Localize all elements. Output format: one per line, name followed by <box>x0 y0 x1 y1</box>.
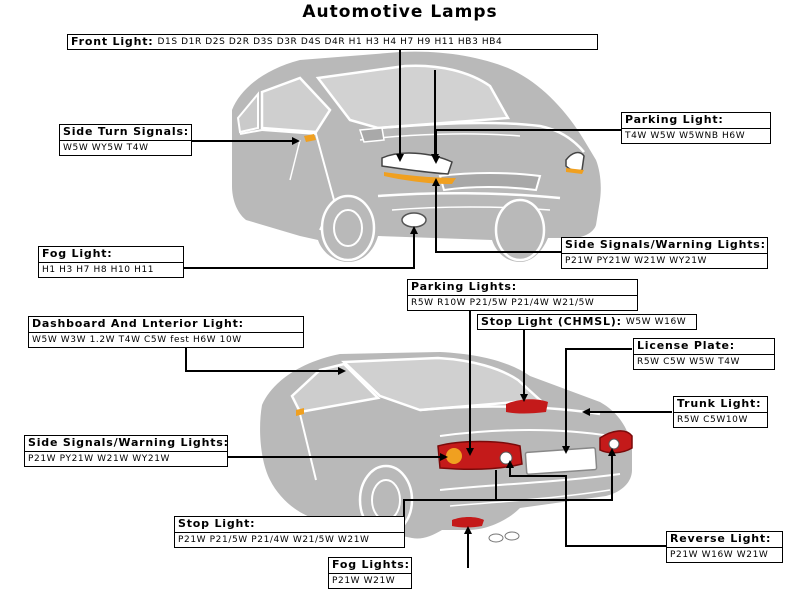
side-signals-front-values: P21W PY21W W21W WY21W <box>565 256 708 266</box>
stop-light-box: Stop Light: P21W P21/5W P21/4W W21/5W W2… <box>174 516 405 548</box>
callout-side-signals-front <box>432 178 562 253</box>
stop-light-chmsl-values: W5W W16W <box>625 317 687 327</box>
parking-lights-rear-label: Parking Lights: <box>408 280 637 296</box>
license-plate-values: R5W C5W W5W T4W <box>637 357 741 367</box>
trunk-light-values: R5W C5W10W <box>677 415 748 425</box>
side-signals-rear-label: Side Signals/Warning Lights: <box>25 436 227 452</box>
side-turn-signals-box: Side Turn Signals: W5W WY5W T4W <box>59 124 192 156</box>
reverse-light-values: P21W W16W W21W <box>670 550 769 560</box>
side-turn-signals-label: Side Turn Signals: <box>60 125 191 141</box>
callout-parking-light <box>432 129 622 164</box>
dashboard-interior-values: W5W W3W 1.2W T4W C5W fest H6W 10W <box>32 335 242 345</box>
rear-chmsl <box>506 399 548 414</box>
fog-light-box: Fog Light: H1 H3 H7 H8 H10 H11 <box>38 246 184 278</box>
fog-light-values: H1 H3 H7 H8 H10 H11 <box>42 265 155 275</box>
license-plate-label: License Plate: <box>634 339 774 355</box>
fog-light-label: Fog Light: <box>39 247 183 263</box>
trunk-light-label: Trunk Light: <box>674 397 767 413</box>
parking-lights-rear-values: R5W R10W P21/5W P21/4W W21/5W <box>411 298 595 308</box>
stop-light-label: Stop Light: <box>175 517 404 533</box>
side-signals-front-box: Side Signals/Warning Lights: P21W PY21W … <box>561 237 768 269</box>
dashboard-interior-label: Dashboard And Lnterior Light: <box>29 317 303 333</box>
callout-reverse <box>506 460 666 547</box>
rear-tail-lamp-left <box>437 440 523 470</box>
fog-lights-rear-box: Fog Lights: P21W W21W <box>328 557 412 589</box>
page-title: Automotive Lamps <box>302 2 498 22</box>
parking-light-box: Parking Light: T4W W5W W5WNB H6W <box>621 112 771 144</box>
front-light-box: Front Light: D1S D1R D2S D2R D3S D3R D4S… <box>67 34 598 50</box>
stop-light-chmsl-label: Stop Light (CHMSL): <box>481 314 622 328</box>
trunk-light-box: Trunk Light: R5W C5W10W <box>673 396 768 428</box>
stop-light-chmsl-box: Stop Light (CHMSL): W5W W16W <box>477 314 697 330</box>
fog-lights-rear-label: Fog Lights: <box>329 558 411 574</box>
reverse-light-label: Reverse Light: <box>667 532 782 548</box>
parking-light-label: Parking Light: <box>622 113 770 129</box>
rear-fog-lamp <box>452 517 484 528</box>
rear-license-plate <box>524 446 598 476</box>
fog-lights-rear-values: P21W W21W <box>332 576 396 586</box>
front-light-values: D1S D1R D2S D2R D3S D3R D4S D4R H1 H3 H4… <box>157 37 503 47</box>
side-turn-signals-values: W5W WY5W T4W <box>63 143 149 153</box>
license-plate-box: License Plate: R5W C5W W5W T4W <box>633 338 775 370</box>
front-side-turn-signal <box>304 134 316 142</box>
parking-lights-rear-box: Parking Lights: R5W R10W P21/5W P21/4W W… <box>407 279 638 311</box>
side-signals-rear-box: Side Signals/Warning Lights: P21W PY21W … <box>24 435 228 467</box>
side-signals-front-label: Side Signals/Warning Lights: <box>562 238 767 254</box>
dashboard-interior-box: Dashboard And Lnterior Light: W5W W3W 1.… <box>28 316 304 348</box>
rear-car-illustration <box>260 352 633 543</box>
reverse-light-box: Reverse Light: P21W W16W W21W <box>666 531 783 563</box>
callout-fog-front <box>184 226 418 269</box>
callout-license <box>562 348 632 454</box>
callout-lines <box>184 50 672 568</box>
front-fog-lamp <box>401 212 427 228</box>
callout-dashboard <box>185 346 346 375</box>
front-car-illustration <box>232 51 601 262</box>
side-signals-rear-values: P21W PY21W W21W WY21W <box>28 454 171 464</box>
parking-light-values: T4W W5W W5WNB H6W <box>625 131 746 141</box>
stop-light-values: P21W P21/5W P21/4W W21/5W W21W <box>178 535 370 545</box>
front-light-label: Front Light: <box>71 34 154 48</box>
